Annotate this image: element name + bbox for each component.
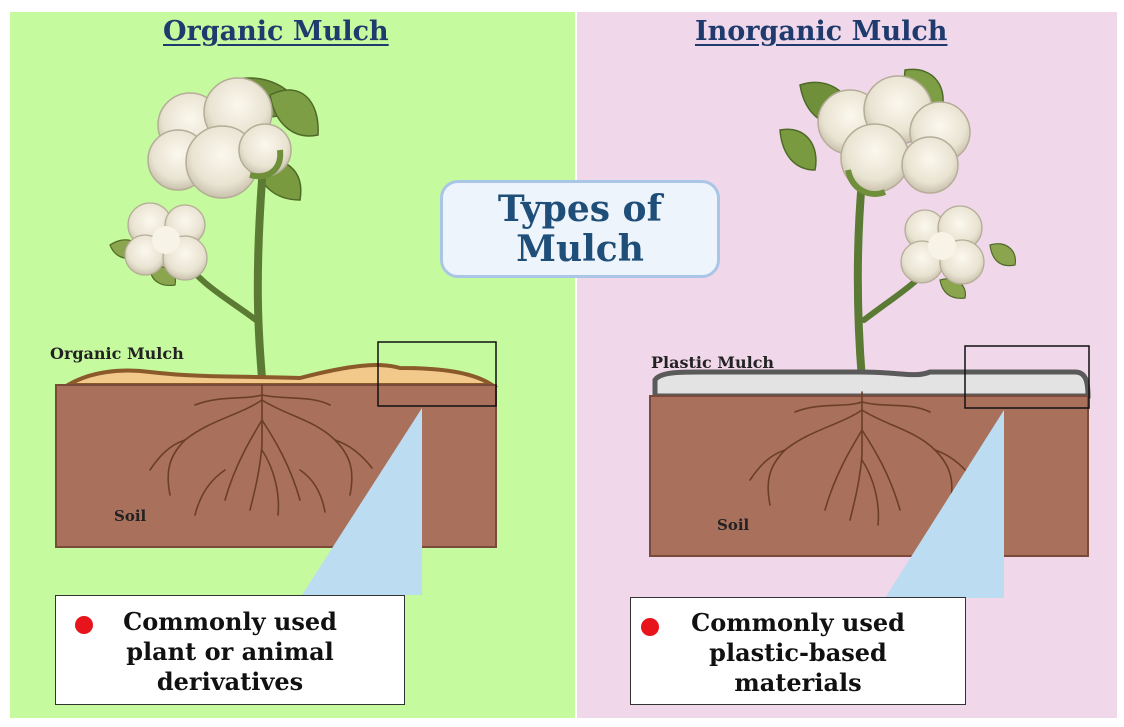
organic-info-line-3: derivatives <box>56 667 404 697</box>
inorganic-bullet-icon <box>641 618 659 636</box>
inorganic-plant <box>780 69 1015 380</box>
inorganic-mulch-heading: Inorganic Mulch <box>695 16 947 47</box>
organic-mulch-layer <box>68 365 492 385</box>
inorganic-info-line-1: Commonly used <box>631 608 965 638</box>
organic-soil-label: Soil <box>114 507 146 525</box>
organic-info-line-2: plant or animal <box>56 637 404 667</box>
organic-mulch-label: Organic Mulch <box>50 344 184 363</box>
organic-mulch-heading: Organic Mulch <box>163 16 389 47</box>
inorganic-info-line-3: materials <box>631 668 965 698</box>
inorganic-info-line-2: plastic-based <box>631 638 965 668</box>
inorganic-soil-label: Soil <box>717 516 749 534</box>
organic-info-box: Commonly used plant or animal derivative… <box>55 595 405 705</box>
organic-plant <box>110 78 318 378</box>
inorganic-soil-block <box>650 396 1088 556</box>
organic-bullet-icon <box>75 616 93 634</box>
organic-info-line-1: Commonly used <box>56 607 404 637</box>
types-of-mulch-title: Types of Mulch <box>440 180 720 278</box>
plastic-mulch-layer <box>655 372 1088 396</box>
inorganic-info-box: Commonly used plastic-based materials <box>630 597 966 705</box>
title-line-2: Mulch <box>516 229 644 269</box>
plastic-mulch-label: Plastic Mulch <box>651 353 774 372</box>
title-line-1: Types of <box>498 189 662 229</box>
